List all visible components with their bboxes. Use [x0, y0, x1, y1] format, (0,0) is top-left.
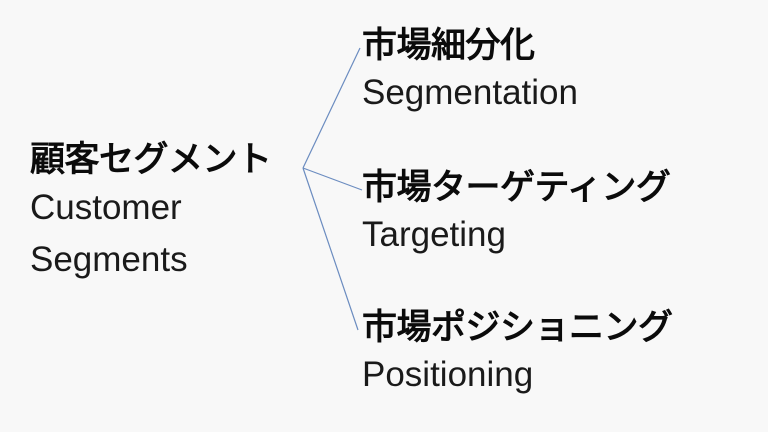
branch-node-targeting: 市場ターゲティング Targeting	[362, 166, 671, 260]
branch-node-positioning-label-jp: 市場ポジショニング	[362, 308, 673, 347]
connector-line-targeting	[302, 167, 363, 191]
branch-node-targeting-label-jp: 市場ターゲティング	[362, 168, 671, 207]
root-node-label-en-line1: Customer	[30, 188, 182, 227]
root-node-label-en-line2: Segments	[30, 240, 188, 279]
branch-node-segmentation-label-jp: 市場細分化	[362, 26, 535, 65]
branch-node-segmentation-label-en: Segmentation	[362, 73, 578, 112]
branch-node-targeting-label-en: Targeting	[362, 215, 506, 254]
connector-line-positioning	[302, 167, 359, 331]
branch-node-segmentation: 市場細分化 Segmentation	[362, 24, 578, 118]
branch-node-positioning: 市場ポジショニング Positioning	[362, 306, 673, 400]
root-node-customer-segments: 顧客セグメント Customer Segments	[30, 138, 272, 286]
connector-line-segmentation	[302, 47, 361, 169]
root-node-label-jp: 顧客セグメント	[30, 140, 272, 179]
branch-node-positioning-label-en: Positioning	[362, 355, 534, 394]
